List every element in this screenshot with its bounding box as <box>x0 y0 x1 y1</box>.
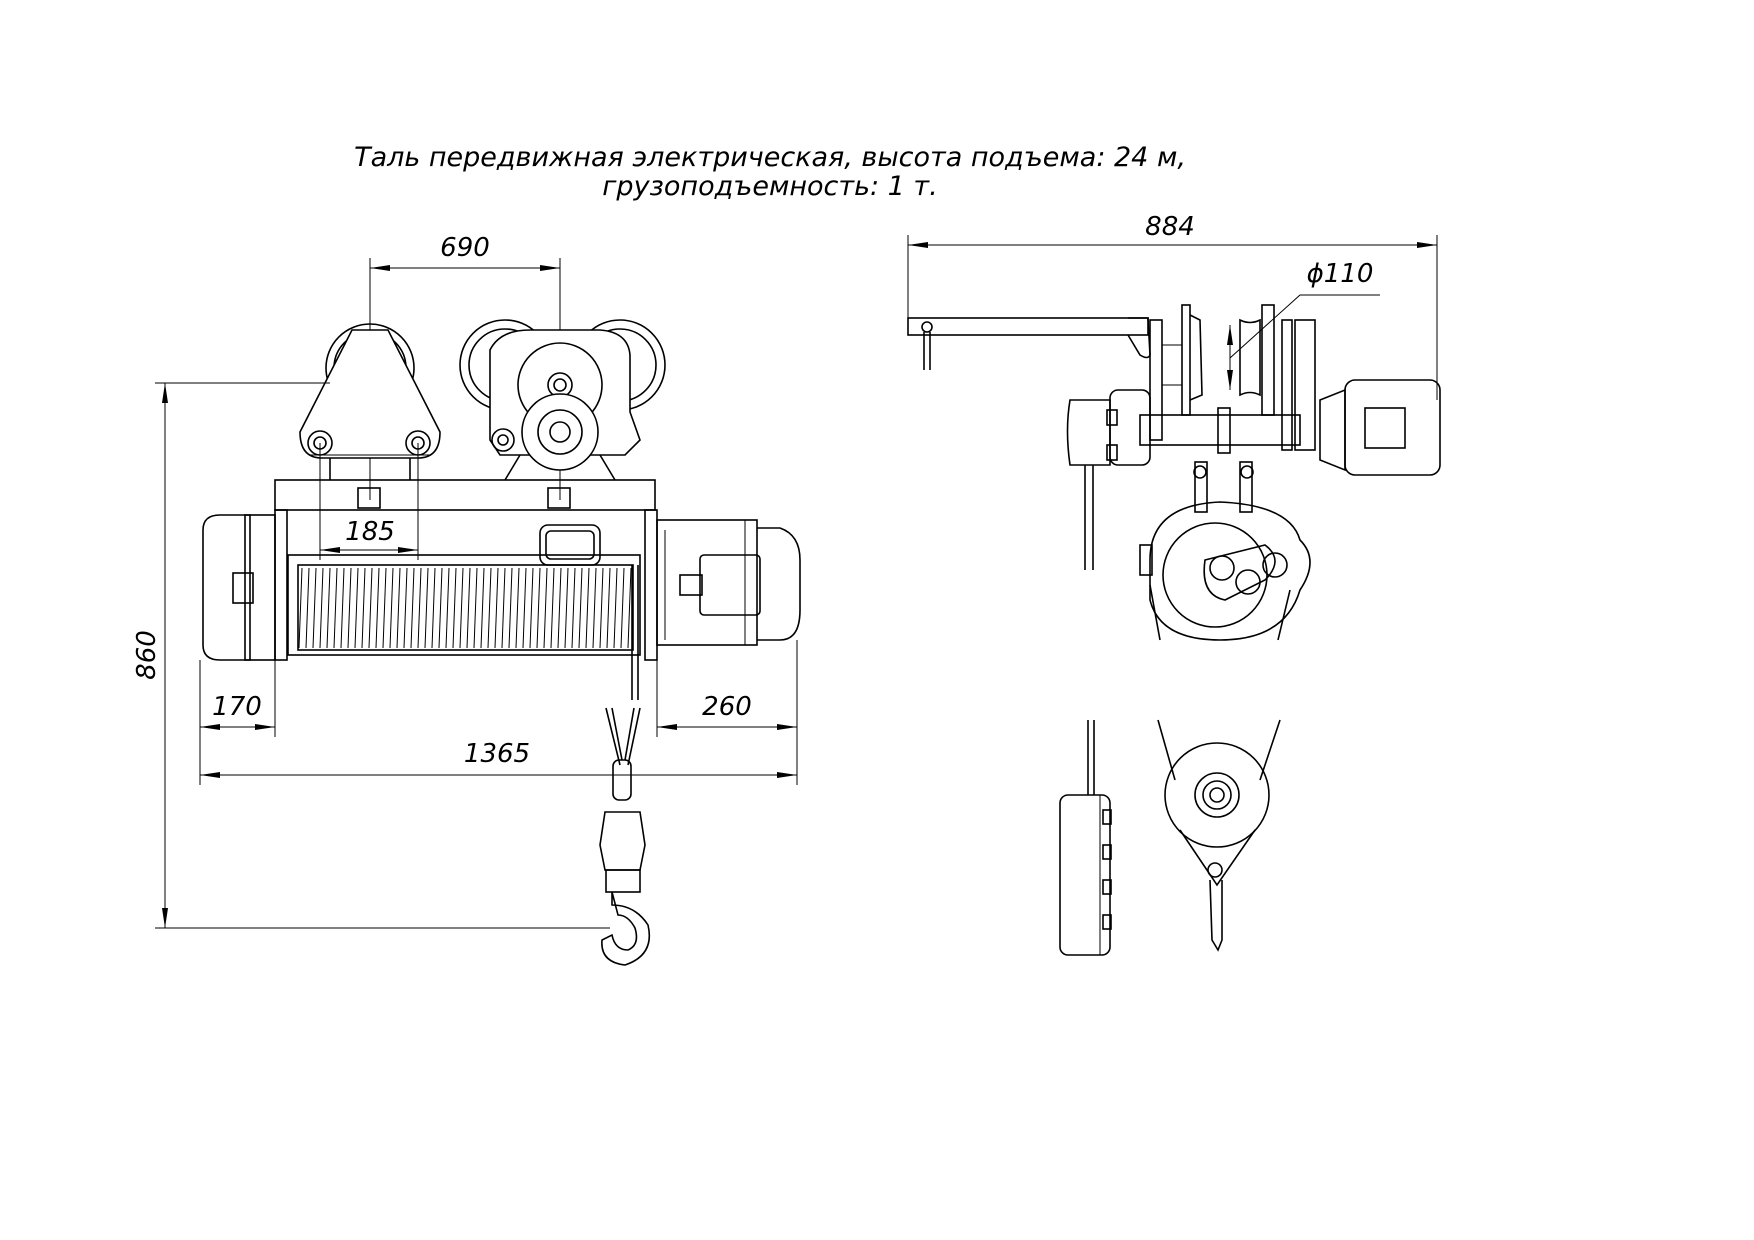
dimension-bolt-spacing: 185 <box>320 517 418 553</box>
rope-winding-line <box>564 567 569 649</box>
guide-arm <box>907 317 1151 370</box>
rope-winding-line <box>424 567 429 649</box>
dimension-wheel-base: 690 <box>369 233 561 500</box>
rope-winding-line <box>361 567 366 649</box>
rope-winding-line <box>522 567 527 649</box>
rope-winding-line <box>326 567 331 649</box>
front-view: 690 <box>132 233 801 966</box>
rope-winding-line <box>536 567 541 649</box>
dimension-label-690: 690 <box>440 233 490 263</box>
rope-drum <box>287 554 641 656</box>
rope-winding-line <box>578 567 583 649</box>
rope-winding-line <box>354 567 359 649</box>
rope-winding-line <box>333 567 338 649</box>
gearbox <box>202 514 276 661</box>
rope-winding-line <box>620 567 625 649</box>
rope-winding-line <box>613 567 618 649</box>
rope-winding-line <box>382 567 387 649</box>
rope-winding-line <box>340 567 345 649</box>
rope-winding-line <box>445 567 450 649</box>
rope-winding-line <box>375 567 380 649</box>
dimension-overall-length: 1365 <box>200 739 797 778</box>
hoist-frame <box>274 479 658 661</box>
dimension-label-860: 860 <box>132 630 162 680</box>
rope-winding-line <box>585 567 590 649</box>
dimension-label-1365: 1365 <box>464 739 530 769</box>
dimension-left-overhang: 170 <box>199 660 276 785</box>
dimension-overall-height: 860 <box>132 382 610 929</box>
rope-winding-line <box>501 567 506 649</box>
rope-winding-line <box>557 567 562 649</box>
brake-housing <box>1066 389 1151 570</box>
rope-winding-line <box>368 567 373 649</box>
rope-winding-line <box>606 567 611 649</box>
rope-winding-line <box>480 567 485 649</box>
dimension-label-170: 170 <box>212 692 262 722</box>
rope-winding-line <box>396 567 401 649</box>
drawing-title-line1: Таль передвижная электрическая, высота п… <box>354 142 1186 173</box>
rope-winding-line <box>410 567 415 649</box>
dimension-label-185: 185 <box>345 517 395 547</box>
rope-winding-line <box>403 567 408 649</box>
control-pendant <box>1059 720 1112 956</box>
side-motor <box>1139 379 1441 476</box>
rope-winding-line <box>459 567 464 649</box>
rope-winding-line <box>438 567 443 649</box>
rope-winding-line <box>571 567 576 649</box>
rope-winding-line <box>312 567 317 649</box>
rope-winding-line <box>305 567 310 649</box>
rope-winding-line <box>431 567 436 649</box>
rope-winding-line <box>515 567 520 649</box>
electric-motor <box>656 519 801 646</box>
dimension-wheel-diameter: ϕ110 <box>1227 259 1380 390</box>
drawing-title-line2: грузоподъемность: 1 т. <box>602 171 937 202</box>
rope-winding-line <box>508 567 513 649</box>
rope-winding-line <box>599 567 604 649</box>
rope-winding-line <box>473 567 478 649</box>
rope-winding-line <box>494 567 499 649</box>
lower-hook-block <box>1157 719 1281 952</box>
hook-block <box>599 565 650 966</box>
drum-pulley-side <box>1139 461 1311 641</box>
dimension-overall-width: 884 <box>907 212 1438 400</box>
rope-winding-line <box>347 567 352 649</box>
side-view: 884 ϕ110 <box>907 212 1441 956</box>
rope-winding-line <box>627 567 632 649</box>
rope-winding-line <box>298 567 303 649</box>
rope-winding-line <box>466 567 471 649</box>
dimension-label-260: 260 <box>702 692 752 722</box>
rope-winding-line <box>543 567 548 649</box>
dimension-label-884: 884 <box>1145 212 1195 242</box>
dimension-label-diameter-110: ϕ110 <box>1307 259 1374 289</box>
rope-winding-line <box>592 567 597 649</box>
rope-winding-line <box>417 567 422 649</box>
rope-winding-line <box>487 567 492 649</box>
rope-winding-line <box>452 567 457 649</box>
rope-winding-line <box>319 567 324 649</box>
left-trolley <box>299 323 441 560</box>
trolley-wheels-side <box>1149 304 1316 451</box>
right-trolley-drive <box>459 319 666 481</box>
dimension-right-overhang: 260 <box>656 640 798 785</box>
rope-winding-line <box>529 567 534 649</box>
rope-winding-line <box>389 567 394 649</box>
rope-winding-line <box>550 567 555 649</box>
